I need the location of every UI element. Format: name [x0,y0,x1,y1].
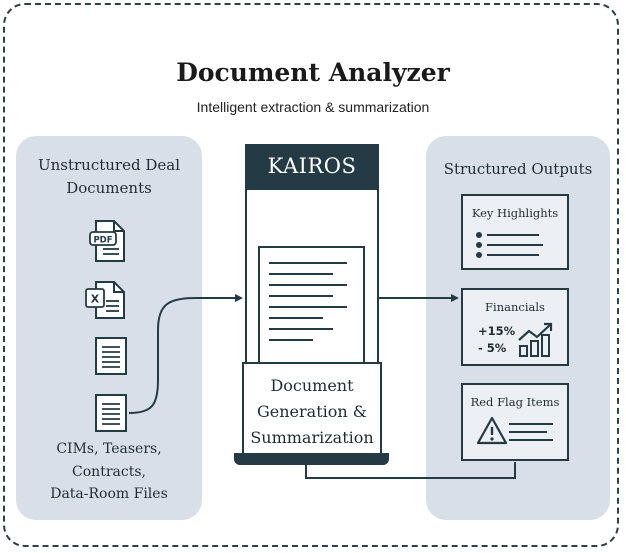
caption-line-1: CIMs, Teasers, [56,441,162,457]
financials-growth-value: +15% [478,324,516,338]
input-heading-line-2: Documents [66,179,152,197]
engine-label-line-1: Document [270,376,354,395]
engine-label-line-2: Generation & [256,402,368,421]
bullet-list-icon [476,232,543,258]
caption-line-2: Contracts, [72,463,146,480]
kairos-brand-label: KAIROS [267,154,357,178]
financials-title: Financials [485,300,545,314]
doc-line [269,273,333,275]
financials-decline-value: - 5% [478,341,507,355]
kairos-engine-header: KAIROS [245,144,379,190]
doc-line [269,339,313,341]
input-panel-heading: Unstructured Deal Documents [16,154,202,200]
doc-line [269,295,333,297]
doc-line [269,328,333,330]
text-document-icon [95,394,127,432]
warning-triangle-icon [476,416,508,445]
input-panel-caption: CIMs, Teasers, Contracts, Data-Room File… [16,438,202,506]
generated-document-icon [258,246,365,364]
outputs-panel-heading: Structured Outputs [443,160,593,178]
key-highlights-card: Key Highlights [461,194,569,270]
growth-chart-icon [518,322,553,357]
text-document-icon [95,337,127,375]
generation-summarization-box: Document Generation & Summarization [242,362,382,455]
input-documents-panel: Unstructured Deal Documents CIMs, Teaser… [16,136,202,520]
input-heading-line-1: Unstructured Deal [37,156,180,174]
input-to-engine-arrow [128,294,243,414]
financials-card: Financials +15% - 5% [461,288,569,366]
diagram-subtitle: Intelligent extraction & summarization [196,99,430,115]
red-flag-lines-icon [509,423,553,441]
engine-label-line-3: Summarization [250,428,374,447]
diagram-frame [3,3,619,547]
pdf-file-icon: PDF [89,220,125,262]
engine-base-bar [234,453,389,465]
excel-badge-text: X [91,293,100,306]
diagram-title: Document Analyzer [176,58,450,87]
financials-figures: +15% - 5% [478,323,515,357]
caption-line-3: Data-Room Files [50,486,168,502]
doc-line [269,317,323,319]
red-flag-items-card: Red Flag Items [461,383,569,461]
doc-line [269,306,347,308]
doc-line [269,262,347,264]
doc-line [269,284,347,286]
generation-summarization-label: Document Generation & Summarization [244,373,380,451]
pdf-badge-text: PDF [93,236,112,246]
engine-to-red-flags-connector [305,462,516,479]
excel-file-icon: X [85,281,125,319]
red-flag-items-title: Red Flag Items [470,395,560,409]
key-highlights-title: Key Highlights [471,206,559,220]
